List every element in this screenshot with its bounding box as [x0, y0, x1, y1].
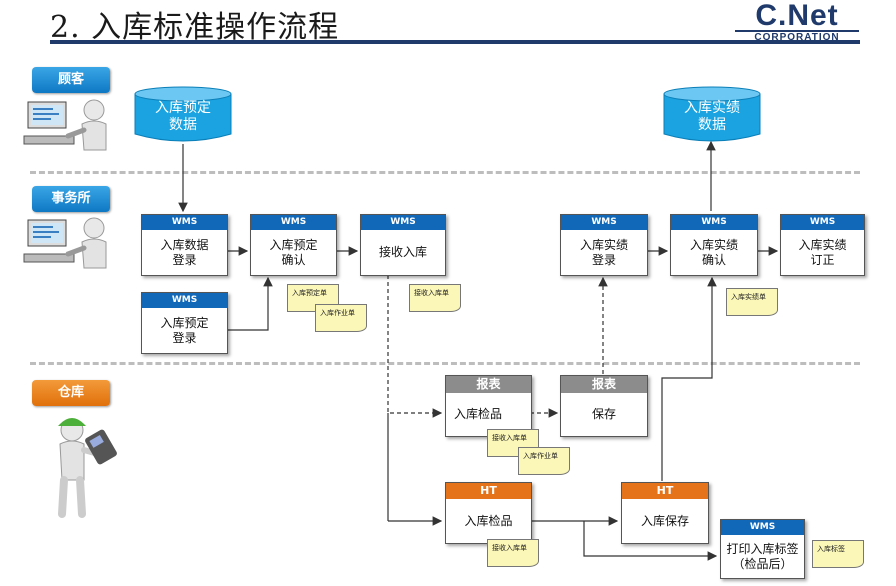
document-note: 入库作业单 — [315, 304, 367, 332]
step-actual-fix: WMS 入库实绩 订正 — [780, 214, 865, 276]
step-data-registration: WMS 入库数据 登录 — [141, 214, 228, 276]
step-label: 入库实绩 确认 — [689, 237, 738, 267]
step-report-save: 报表 保存 — [560, 375, 648, 437]
wms-tag: WMS — [142, 215, 227, 230]
database-cylinder-icon — [663, 86, 761, 142]
step-label: 入库数据 登录 — [160, 237, 209, 267]
document-note: 入库作业单 — [518, 447, 570, 475]
wms-tag: WMS — [251, 215, 336, 230]
lane-separator-office-warehouse — [30, 362, 860, 365]
step-receive: WMS 接收入库 — [360, 214, 446, 276]
step-label: 入库实绩 订正 — [798, 237, 847, 267]
lane-label-warehouse: 仓库 — [32, 380, 110, 406]
wms-tag: WMS — [561, 215, 647, 230]
step-label: 保存 — [591, 407, 616, 421]
step-ht-save: HT 入库保存 — [621, 482, 709, 544]
logo-subtext: CORPORATION — [735, 30, 859, 43]
lane-label-customer: 顾客 — [32, 67, 110, 93]
step-label: 打印入库标签 （检品后） — [726, 541, 799, 571]
step-actual-confirm: WMS 入库实绩 确认 — [670, 214, 758, 276]
step-actual-registration: WMS 入库实绩 登录 — [560, 214, 648, 276]
document-note: 入库标签 — [812, 540, 864, 568]
database-label: 入库实绩 数据 — [684, 100, 740, 133]
page-title: 2. 入库标准操作流程 — [50, 10, 340, 45]
step-label: 入库保存 — [640, 513, 689, 528]
wms-tag: WMS — [142, 293, 227, 308]
step-plan-confirm: WMS 入库预定 确认 — [250, 214, 337, 276]
step-plan-registration: WMS 入库预定 登录 — [141, 292, 228, 354]
actual-data-database: 入库实绩 数据 — [663, 86, 761, 142]
title-underline — [50, 40, 860, 44]
lane-separator-customer-office — [30, 171, 860, 174]
step-report-inspection: 报表 入库检品 — [445, 375, 532, 437]
database-cylinder-icon — [134, 86, 232, 142]
database-label: 入库预定 数据 — [155, 100, 211, 133]
document-note: 接收入库单 — [409, 284, 461, 312]
plan-data-database: 入库预定 数据 — [134, 86, 232, 142]
step-ht-inspection: HT 入库检品 — [445, 482, 532, 544]
warehouse-worker-handheld-icon — [58, 418, 117, 518]
step-label: 入库实绩 登录 — [579, 237, 628, 267]
wms-tag: WMS — [361, 215, 445, 230]
ht-tag: HT — [622, 483, 708, 499]
wms-tag: WMS — [671, 215, 757, 230]
step-label: 入库预定 登录 — [160, 315, 209, 345]
step-print-label: WMS 打印入库标签 （检品后） — [720, 519, 805, 579]
document-note: 接收入库单 — [487, 539, 539, 567]
logo-text: C.Net — [755, 0, 839, 32]
wms-tag: WMS — [721, 520, 804, 535]
report-tag: 报表 — [561, 376, 647, 393]
wms-tag: WMS — [781, 215, 864, 230]
person-computer-icon — [23, 217, 107, 269]
report-tag: 报表 — [446, 376, 531, 393]
person-computer-icon — [23, 99, 107, 151]
document-note: 入库实绩单 — [726, 288, 778, 316]
step-label: 接收入库 — [378, 245, 427, 259]
step-label: 入库预定 确认 — [269, 237, 318, 267]
step-label: 入库检品 — [464, 513, 513, 528]
ht-tag: HT — [446, 483, 531, 499]
company-logo: C.Net CORPORATION — [735, 0, 859, 43]
step-label: 入库检品 — [454, 407, 503, 421]
lane-label-office: 事务所 — [32, 186, 110, 212]
